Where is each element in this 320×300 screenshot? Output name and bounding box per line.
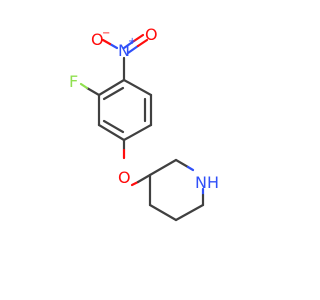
bond-n-o-single [108, 42, 119, 50]
pip-bond-c5-c4 [148, 203, 178, 222]
ring-bond-c6-c1 [122, 78, 153, 97]
ring-bond-c4-c5 [122, 123, 153, 142]
bond-n-o-double-b-red [136, 38, 149, 48]
nitro-group [101, 33, 149, 82]
bond-c2-fluorine [85, 86, 101, 97]
bond-n-o-double-b [126, 44, 140, 55]
bond-n-o-single-red [101, 38, 112, 46]
oxide-charge-label: − [102, 28, 110, 39]
ring-bond-c3-c4-inner [102, 119, 125, 134]
bond-ether-o-c3p-red [130, 180, 140, 187]
nitro-nitrogen-label: N [118, 41, 130, 60]
amine-nh-label: NH [195, 173, 219, 192]
ring-bond-c1-c2-inner [102, 86, 125, 101]
benzene-ring [97, 78, 153, 142]
pip-bond-c2-n-blue [186, 165, 195, 172]
ether-oxygen-label: O [118, 168, 131, 187]
ring-bond-c3-c4 [97, 123, 126, 142]
molecule-structure-diagram: O − N + O F O NH [69, 25, 219, 222]
nitro-charge-label: + [128, 36, 136, 47]
pip-bond-c6-c5 [174, 203, 205, 222]
fluorine-label: F [69, 72, 78, 91]
bond-ether-o-c3p [136, 173, 152, 184]
nitro-oxygen-label: O [145, 25, 158, 44]
bond-n-o-double-a-red [132, 33, 145, 43]
ring-bond-c1-c2 [97, 78, 126, 97]
bond-n-o-double-a [122, 39, 136, 50]
pip-bond-c2-n [174, 158, 190, 169]
pip-bond-c3-c2 [148, 158, 178, 177]
bond-c2-fluorine-green [79, 82, 89, 90]
oxide-oxygen-label: O [91, 30, 104, 49]
piperidine-ring [148, 158, 205, 222]
